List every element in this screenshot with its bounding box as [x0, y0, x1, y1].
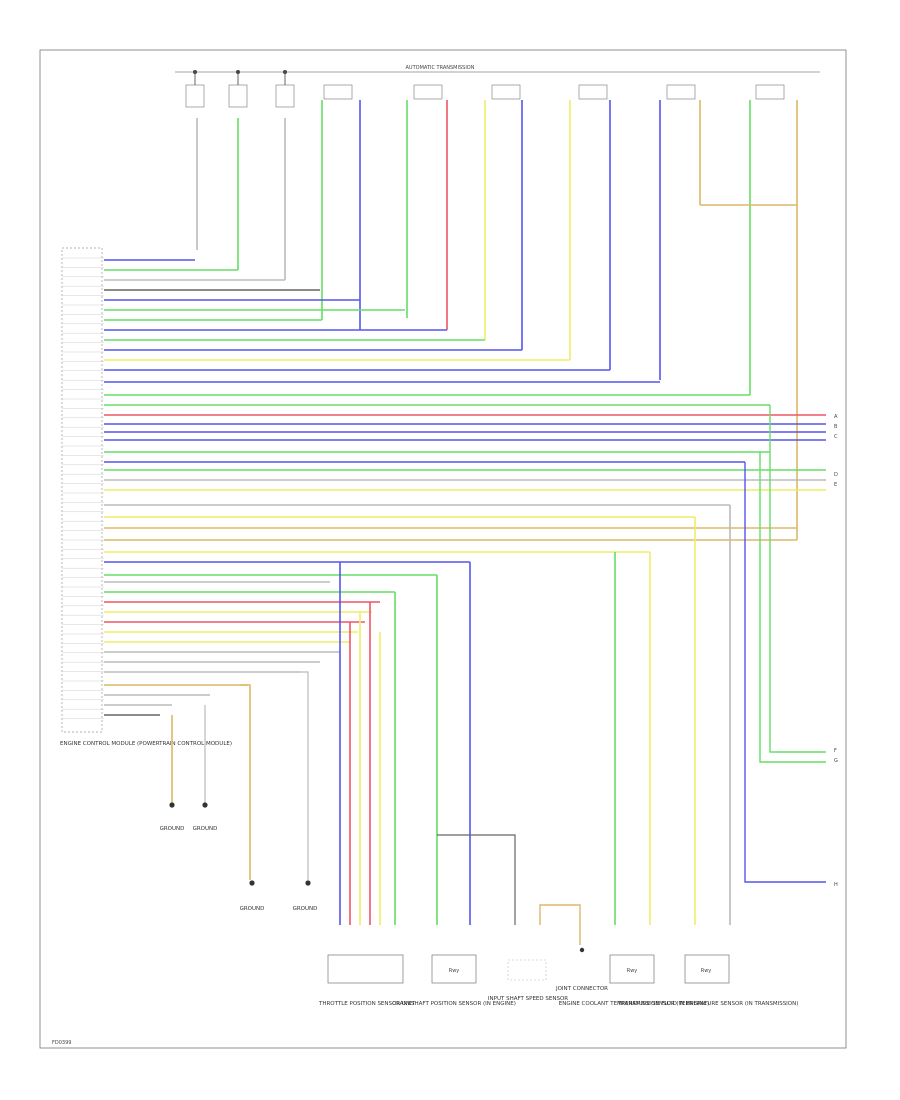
top-connector-box — [413, 84, 443, 100]
offpage-marker-g: G — [834, 758, 838, 764]
wire-ground — [240, 684, 251, 880]
joint-node — [579, 947, 585, 953]
top-connector-box — [578, 84, 608, 100]
caption-fluid-temp-sensor: TRANSMISSION FLUID TEMPERATURE SENSOR (I… — [617, 1001, 799, 1007]
ground-terminal — [169, 802, 175, 808]
top-connector-box — [755, 84, 785, 100]
bottom-components — [169, 802, 730, 984]
offpage-marker-h: H — [834, 882, 838, 888]
ground-label-2: GROUND — [193, 826, 218, 832]
tag-coolant-temp-sensor: Rwy — [627, 968, 638, 974]
ground-label-1: GROUND — [160, 826, 185, 832]
ground-terminal — [305, 880, 311, 886]
top-title: AUTOMATIC TRANSMISSION — [406, 65, 475, 71]
wire-joint — [437, 834, 516, 925]
top-sensor-node — [283, 70, 287, 74]
fluid-temp-sensor-body — [684, 954, 730, 984]
coolant-temp-sensor-body — [609, 954, 655, 984]
tag-crankshaft-sensor: Rwy — [449, 968, 460, 974]
offpage-marker-e: E — [834, 482, 837, 488]
top-sensor-body — [185, 84, 205, 108]
caption-throttle-position-sensor: THROTTLE POSITION SENSOR UNIT — [318, 1001, 416, 1007]
top-connector-box — [666, 84, 696, 100]
top-sensor-body — [228, 84, 248, 108]
caption-crankshaft-sensor: CRANKSHAFT POSITION SENSOR (IN ENGINE) — [392, 1001, 516, 1007]
ground-label-4: GROUND — [293, 906, 318, 912]
top-sensor-node — [236, 70, 240, 74]
offpage-marker-f: F — [834, 748, 837, 754]
input-shaft-sensor-body — [507, 959, 547, 981]
offpage-marker-d: D — [834, 472, 838, 478]
top-connectors — [185, 70, 785, 108]
top-connector-box — [491, 84, 521, 100]
wire-right — [769, 405, 826, 753]
crankshaft-sensor-body — [431, 954, 477, 984]
wire-right — [744, 462, 826, 883]
ecm-module — [61, 247, 103, 733]
top-sensor-node — [193, 70, 197, 74]
top-sensor-body — [275, 84, 295, 108]
tag-fluid-temp-sensor: Rwy — [701, 968, 712, 974]
wire-ground — [300, 671, 309, 880]
ground-terminal — [202, 802, 208, 808]
caption-joint-connector: JOINT CONNECTOR — [555, 986, 608, 992]
offpage-marker-a: A — [834, 414, 838, 420]
diagram-frame — [39, 49, 847, 1049]
wire-group — [62, 100, 826, 945]
ground-label-3: GROUND — [240, 906, 265, 912]
wire-right — [759, 452, 826, 763]
caption-input-shaft-sensor: INPUT SHAFT SPEED SENSOR — [488, 996, 568, 1002]
top-connector-box — [323, 84, 353, 100]
offpage-marker-b: B — [834, 424, 838, 430]
corner-code: FD0399 — [52, 1040, 71, 1046]
throttle-position-sensor-body — [327, 954, 404, 984]
wire-joint — [539, 904, 581, 945]
offpage-marker-c: C — [834, 434, 838, 440]
ecm-label: ENGINE CONTROL MODULE (POWERTRAIN CONTRO… — [60, 741, 232, 747]
caption-coolant-temp-sensor: ENGINE COOLANT TEMPERATURE SENSOR (IN EN… — [559, 1001, 710, 1007]
ground-terminal — [249, 880, 255, 886]
